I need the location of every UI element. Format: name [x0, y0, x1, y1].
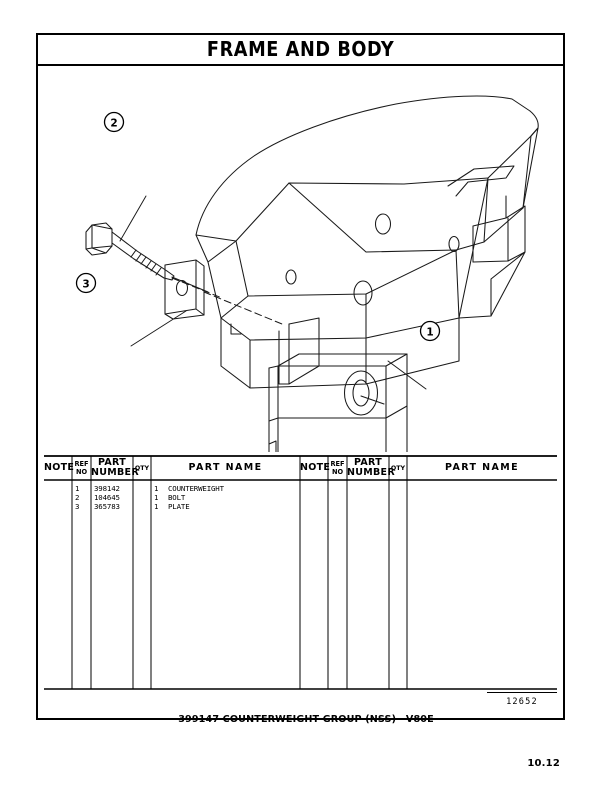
mounting-hole [374, 213, 392, 235]
figure-caption: 399147 COUNTERWEIGHT GROUP (NSS)—V80E [178, 714, 434, 725]
plate-hole [175, 279, 189, 297]
table-row-refno: 3 [75, 502, 80, 511]
table-row-partnumber: 104645 [94, 493, 120, 502]
column-header-refno-right-line2: NO [331, 468, 344, 476]
table-row-partname: COUNTERWEIGHT [168, 484, 224, 493]
svg-text:3: 3 [82, 279, 89, 291]
table-row-qty: 1 [154, 502, 159, 511]
assembly-axis-solid [171, 276, 209, 293]
table-row-partnumber: 365783 [94, 502, 120, 511]
callout-balloon-2[interactable]: 2 [103, 111, 125, 133]
column-header-partnumber-right-line2: NUMBER [347, 467, 395, 478]
column-header-qty-right: QTY [390, 465, 406, 472]
table-row-refno: 2 [75, 493, 80, 502]
parts-illustration: 2 3 1 [36, 66, 565, 452]
assembly-centerline [171, 277, 283, 325]
bolt [85, 222, 175, 281]
column-header-note-left: NOTE [44, 462, 75, 473]
column-header-partnumber-left-line2: NUMBER [91, 467, 139, 478]
bolt-boss-outer [343, 370, 379, 416]
page-border [36, 33, 565, 720]
column-header-note-right: NOTE [300, 462, 331, 473]
callout-leader-lines [119, 195, 427, 390]
table-row-partname: PLATE [168, 502, 190, 511]
mounting-hole [353, 280, 373, 306]
callout-balloon-3[interactable]: 3 [75, 272, 97, 294]
counterweight-body [195, 95, 539, 452]
callout-balloon-1[interactable]: 1 [419, 320, 441, 342]
column-header-partname-right: PART NAME [445, 462, 519, 473]
plate [164, 259, 205, 320]
column-header-refno-left-line1: REF [74, 460, 89, 468]
column-header-partnumber-right-line1: PART [353, 457, 382, 468]
drawing-number: 12652 [506, 696, 538, 707]
svg-text:1: 1 [426, 327, 433, 339]
svg-text:2: 2 [110, 118, 117, 130]
parts-table-grid [44, 455, 557, 690]
table-row-qty: 1 [154, 484, 159, 493]
table-row-partnumber: 398142 [94, 484, 120, 493]
parts-list-table: NOTE REF NO PART NUMBER QTY PART NAME NO… [44, 455, 557, 690]
column-header-partname-left: PART NAME [188, 462, 263, 473]
page-title: FRAME AND BODY [206, 36, 395, 61]
mounting-hole [448, 235, 460, 253]
column-header-refno-left-line2: NO [75, 468, 88, 476]
page-title-bar: FRAME AND BODY [36, 33, 565, 66]
drawing-number-box: 12652 [487, 692, 557, 710]
bolt-boss-inner [352, 379, 370, 407]
page-number: 10.12 [527, 758, 560, 769]
column-header-refno-right-line1: REF [330, 460, 345, 468]
column-header-partnumber-left-line1: PART [97, 457, 126, 468]
column-header-qty-left: QTY [134, 465, 150, 472]
mounting-hole [285, 269, 297, 285]
table-row-qty: 1 [154, 493, 159, 502]
exploded-view-drawing: 2 3 1 [75, 95, 539, 452]
table-row-refno: 1 [75, 484, 80, 493]
table-row-partname: BOLT [168, 493, 186, 502]
